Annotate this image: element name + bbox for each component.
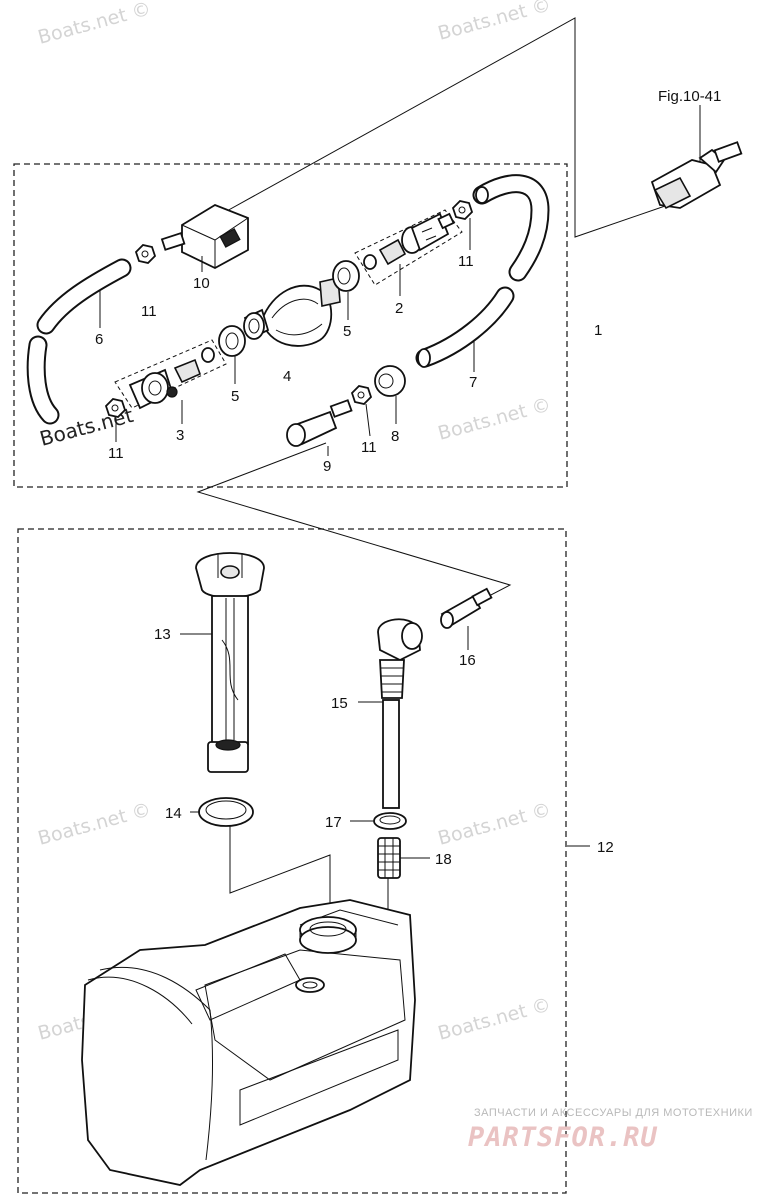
callout-9: 9 <box>323 458 331 475</box>
outboard-connector <box>650 105 743 210</box>
callout-1: 1 <box>594 322 602 339</box>
callout-3: 3 <box>176 427 184 444</box>
fuel-gauge-13 <box>195 552 265 773</box>
connector-9 <box>286 399 353 447</box>
nut-11 <box>350 385 373 405</box>
watermark: Boats.net © <box>436 799 554 850</box>
hose-7 <box>415 174 550 368</box>
callouts: Fig.10-41 1 2 3 4 5 5 6 7 8 9 10 11 11 1… <box>95 88 721 868</box>
figure-reference: Fig.10-41 <box>658 88 721 105</box>
connector-2 <box>354 209 463 286</box>
callout-11: 11 <box>108 445 124 462</box>
callout-4: 4 <box>283 368 291 385</box>
callout-11: 11 <box>141 303 157 320</box>
connector-16 <box>440 587 493 629</box>
callout-5: 5 <box>343 323 351 340</box>
fuel-tank <box>81 899 416 1186</box>
brand-name: PARTSFOR.RU <box>468 1122 658 1153</box>
callout-2: 2 <box>395 300 403 317</box>
o-ring-14 <box>198 797 254 827</box>
hose-6 <box>26 258 132 425</box>
watermark: Boats.net © <box>36 799 154 850</box>
watermark: Boats.net © <box>36 0 154 49</box>
watermark: Boats.net © <box>436 994 554 1045</box>
callout-7: 7 <box>469 374 477 391</box>
watermark: Boats.net © <box>436 0 554 45</box>
callout-13: 13 <box>154 626 171 643</box>
leader-lines <box>99 218 590 859</box>
callout-6: 6 <box>95 331 103 348</box>
callout-8: 8 <box>391 428 399 445</box>
callout-16: 16 <box>459 652 476 669</box>
primer-bulb-4 <box>243 277 341 347</box>
fuel-tank-assembly-box <box>17 528 567 1194</box>
nut-11 <box>104 398 127 418</box>
watermark-layer: Boats.net © Boats.net © Boats.net © Boat… <box>36 0 554 1045</box>
callout-5: 5 <box>231 388 239 405</box>
grommet-8 <box>374 365 406 397</box>
part-10-fitting <box>160 203 249 270</box>
assembly-lines <box>196 17 669 930</box>
callout-12: 12 <box>597 839 614 856</box>
callout-15: 15 <box>331 695 348 712</box>
o-ring-17 <box>373 812 407 830</box>
brand-logo: ЗАПЧАСТИ И АКСЕССУАРЫ ДЛЯ МОТОТЕХНИКИ PA… <box>468 1107 753 1153</box>
nut-11 <box>451 200 474 220</box>
callout-10: 10 <box>193 275 210 292</box>
brand-subtitle: ЗАПЧАСТИ И АКСЕССУАРЫ ДЛЯ МОТОТЕХНИКИ <box>474 1107 753 1119</box>
callout-11: 11 <box>458 253 474 270</box>
connector-3 <box>114 339 227 410</box>
grommet-5-upper <box>332 260 360 292</box>
callout-14: 14 <box>165 805 182 822</box>
strainer-18 <box>377 837 401 879</box>
nut-11 <box>134 244 157 264</box>
callout-18: 18 <box>435 851 452 868</box>
fuel-line-assembly-box <box>13 163 568 488</box>
callout-17: 17 <box>325 814 342 831</box>
callout-11: 11 <box>361 439 377 456</box>
watermark: Boats.net © <box>436 394 554 445</box>
grommet-5-lower <box>218 325 246 357</box>
pickup-elbow-15 <box>377 618 423 809</box>
